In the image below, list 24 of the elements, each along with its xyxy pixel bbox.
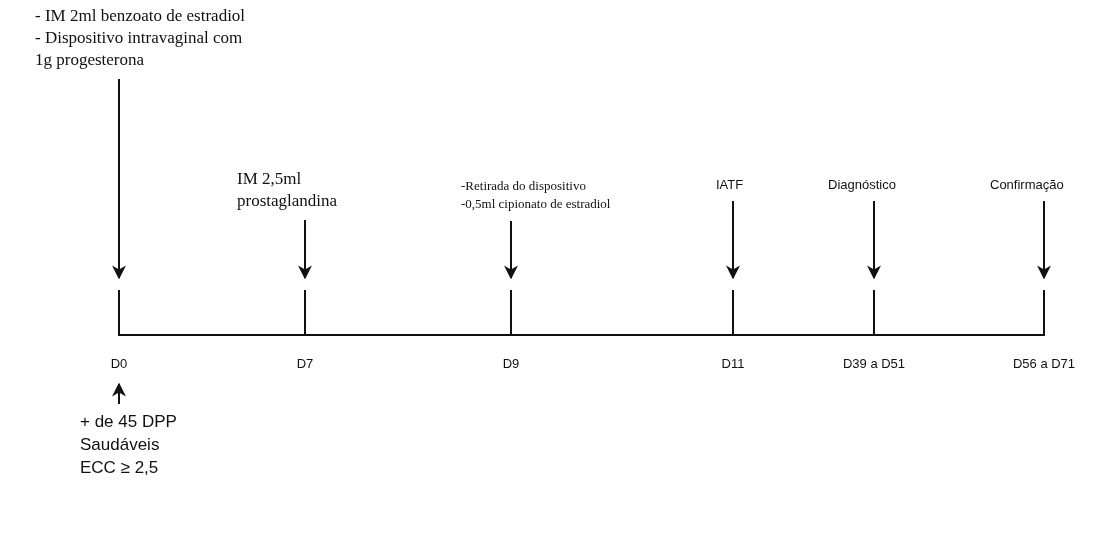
annotation-text: Saudáveis: [80, 434, 161, 456]
event-label: Confirmação: [990, 177, 1065, 193]
arrow: [504, 220, 518, 280]
annotation-text: IM 2,5ml prostaglandina: [237, 168, 339, 212]
day-label: D7: [295, 356, 315, 371]
day-label: D0: [109, 356, 129, 371]
annotation-text: -Retirada do dispositivo: [461, 177, 587, 195]
annotation-text: + de 45 DPP: [80, 411, 178, 433]
annotation-text: - Dispositivo intravaginal com 1g progesterona: [35, 27, 244, 71]
arrow: [726, 200, 740, 280]
annotation-text: ECC ≥ 2,5: [80, 457, 160, 479]
arrow: [112, 78, 126, 280]
arrow: [112, 382, 126, 405]
arrow: [298, 219, 312, 280]
event-label: IATF: [716, 177, 745, 193]
day-label: D9: [501, 356, 521, 371]
day-label: D11: [720, 356, 746, 371]
annotation-text: - IM 2ml benzoato de estradiol: [35, 5, 247, 27]
arrow: [867, 200, 881, 280]
event-label: Diagnóstico: [828, 177, 897, 193]
day-label: D39 a D51: [841, 356, 907, 371]
arrow: [1037, 200, 1051, 280]
day-label: D56 a D71: [1011, 356, 1077, 371]
annotation-text: -0,5ml cipionato de estradiol: [461, 195, 612, 213]
